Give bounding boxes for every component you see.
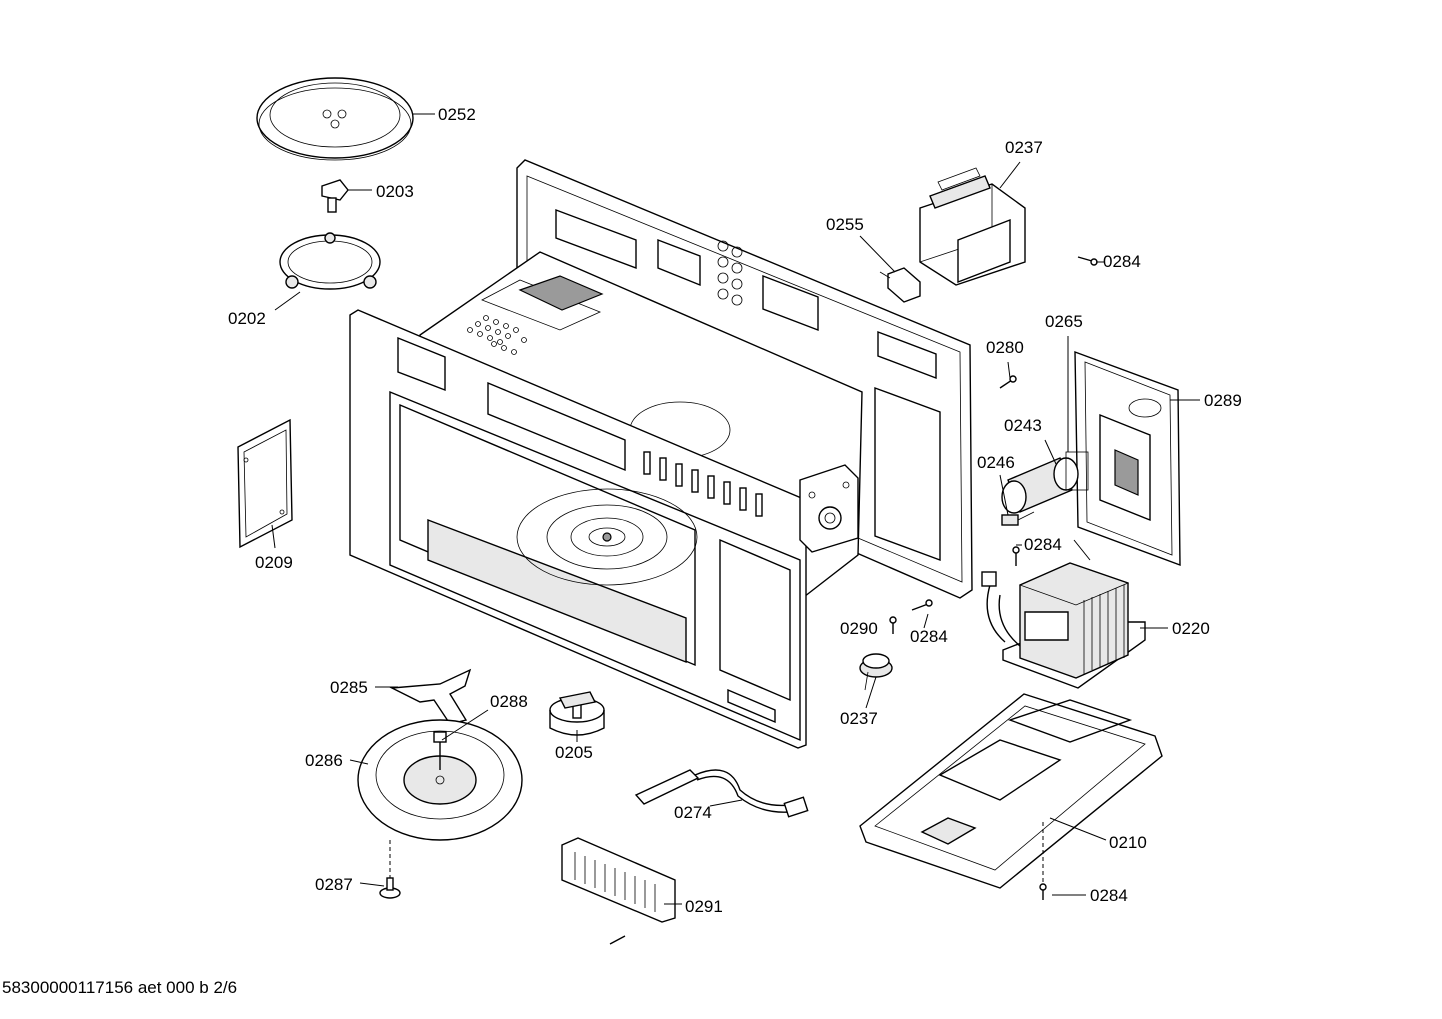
thermostat [859, 653, 893, 691]
label-0210: 0210 [1109, 833, 1147, 852]
document-reference: 58300000117156 aet 000 b 2/6 [2, 978, 238, 997]
fan-housing [357, 719, 523, 841]
glass-turntable [256, 77, 414, 161]
leader-lines [271, 113, 1200, 905]
label-0284-b: 0284 [1024, 535, 1062, 554]
screw-0280 [999, 375, 1017, 389]
label-0287: 0287 [315, 875, 353, 894]
label-0284-d: 0284 [1090, 886, 1128, 905]
turntable-motor [549, 691, 605, 736]
hv-diode [1001, 511, 1035, 526]
capacitor-bracket [1074, 350, 1181, 567]
label-0285: 0285 [330, 678, 368, 697]
hv-capacitor [1001, 451, 1089, 514]
bottom-plate [859, 693, 1163, 889]
vent-grille [561, 837, 676, 945]
label-0274: 0274 [674, 803, 712, 822]
screw-0284-a [1077, 256, 1098, 266]
wiring-harness [634, 769, 809, 818]
label-0252: 0252 [438, 105, 476, 124]
label-0243: 0243 [1004, 416, 1042, 435]
screw-0284-b [1012, 546, 1020, 566]
label-0291: 0291 [685, 897, 723, 916]
label-0289: 0289 [1204, 391, 1242, 410]
screw-0284-c [911, 599, 933, 611]
label-0209: 0209 [255, 553, 293, 572]
side-motor-bracket [799, 464, 859, 553]
thermal-fuse-0255 [879, 267, 921, 303]
label-0237-bottom: 0237 [840, 709, 878, 728]
label-0237-top: 0237 [1005, 138, 1043, 157]
label-0246: 0246 [977, 453, 1015, 472]
rear-panel-holes [717, 240, 743, 306]
transformer-laminations [1083, 585, 1125, 674]
label-0290: 0290 [840, 619, 878, 638]
label-0286: 0286 [305, 751, 343, 770]
grille-slots [574, 852, 656, 912]
label-0202: 0202 [228, 309, 266, 328]
label-0280: 0280 [986, 338, 1024, 357]
label-0255: 0255 [826, 215, 864, 234]
fan-blade [389, 668, 472, 725]
label-0284-c: 0284 [910, 627, 948, 646]
part-labels: 0252 0203 0202 0209 0237 0255 0284 0280 … [228, 105, 1242, 916]
screw-0284-d [1039, 883, 1047, 900]
front-frame [349, 309, 807, 749]
label-0203: 0203 [376, 182, 414, 201]
foot-screw [379, 840, 401, 899]
magnetron [919, 167, 1026, 286]
label-0284-a: 0284 [1103, 252, 1141, 271]
vent-holes [467, 315, 527, 355]
label-0265: 0265 [1045, 312, 1083, 331]
waveguide-cover [237, 418, 293, 549]
label-0288: 0288 [490, 692, 528, 711]
roller-ring [279, 232, 381, 290]
turntable-coupler [321, 179, 349, 213]
screw-0290 [889, 616, 897, 634]
label-0205: 0205 [555, 743, 593, 762]
front-frame-slots [643, 451, 763, 517]
label-0220: 0220 [1172, 619, 1210, 638]
hv-transformer [981, 562, 1146, 689]
